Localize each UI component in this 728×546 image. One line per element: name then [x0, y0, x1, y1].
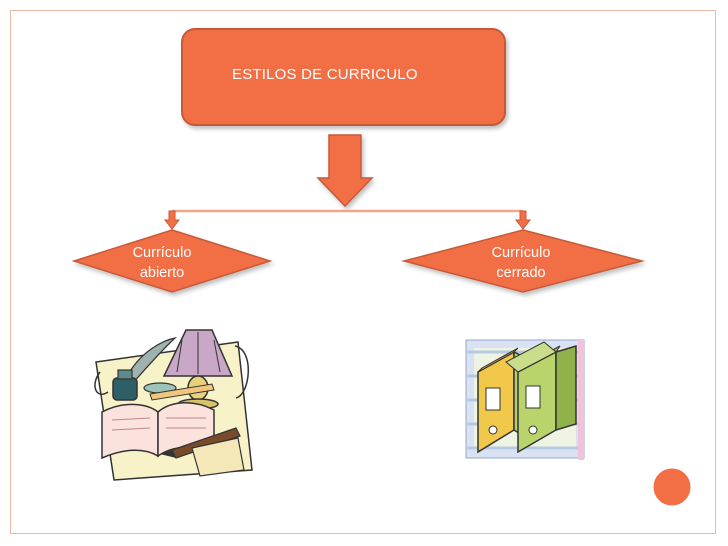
left-branch-arrow: [163, 210, 181, 230]
curriculo-cerrado-diamond: [401, 229, 645, 293]
orange-circle-decoration: [650, 465, 694, 509]
curriculo-cerrado-label: Currículo cerrado: [466, 243, 576, 283]
writing-desk-clipart: [94, 329, 253, 481]
curriculo-cerrado-line2: cerrado: [496, 265, 546, 281]
curriculo-cerrado-line1: Currículo: [491, 245, 551, 261]
curriculo-abierto-line1: Currículo: [132, 245, 192, 261]
curriculo-abierto-line2: abierto: [139, 265, 185, 281]
title-box: [181, 28, 506, 126]
binders-clipart: [465, 339, 585, 460]
curriculo-abierto-label: Currículo abierto: [112, 243, 212, 283]
main-down-arrow: [316, 134, 374, 208]
right-branch-arrow: [514, 210, 532, 230]
diagram-title: ESTILOS DE CURRICULO: [232, 66, 418, 83]
curriculo-abierto-diamond: [71, 229, 273, 293]
slide-border: [10, 10, 716, 534]
